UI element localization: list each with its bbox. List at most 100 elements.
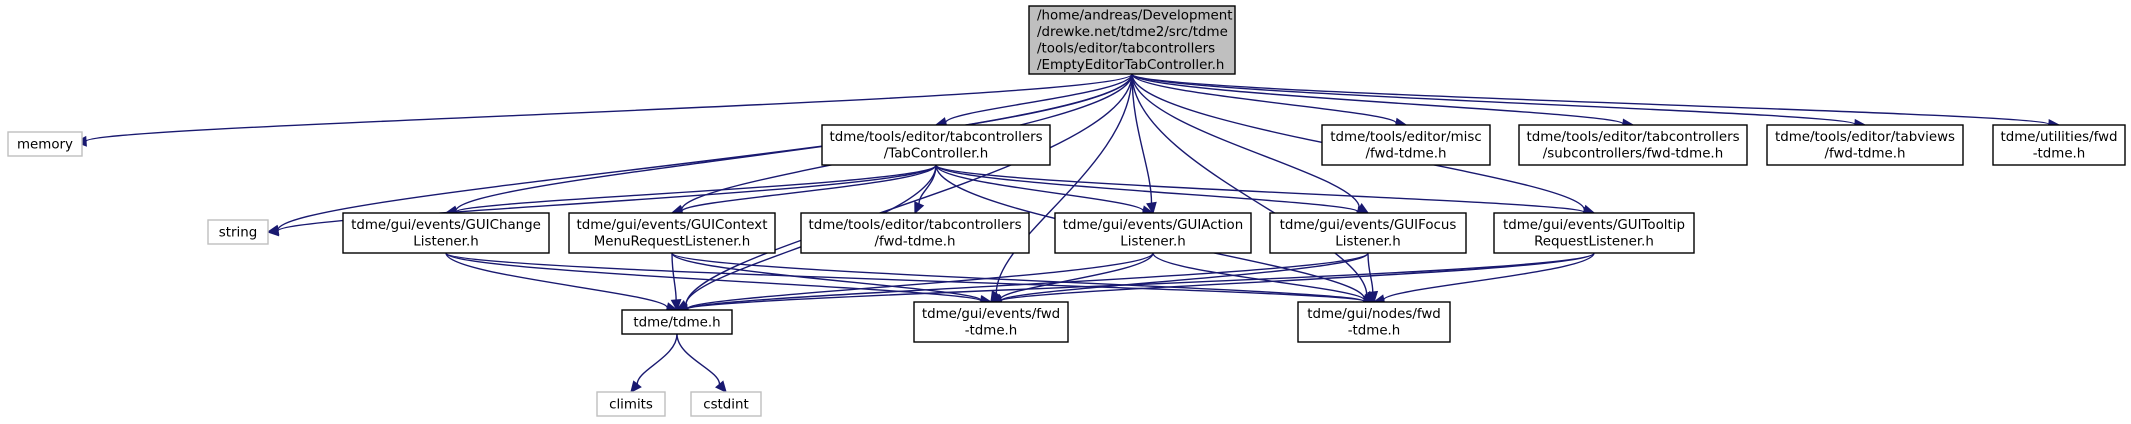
node-tabviews-fwd[interactable]: tdme/tools/editor/tabviews/fwd-tdme.h	[1766, 124, 1964, 166]
node-climits[interactable]: climits	[596, 391, 666, 417]
node-label-line: string	[219, 225, 257, 240]
edge-line	[455, 73, 1133, 212]
node-box	[1493, 212, 1695, 254]
node-label-line: tdme/gui/events/GUITooltip	[1503, 218, 1685, 233]
edge-tabcontroller-to-guichange	[444, 164, 937, 218]
edge-line	[686, 252, 1369, 310]
node-box	[1028, 5, 1236, 75]
node-box	[342, 212, 550, 254]
node-label-line: tdme/tools/editor/tabviews	[1775, 130, 1955, 145]
edge-line	[681, 164, 937, 212]
edge-line	[1131, 73, 2050, 126]
edge-arrowhead	[1367, 290, 1379, 304]
node-root[interactable]: /home/andreas/Development/drewke.net/tdm…	[1028, 5, 1236, 75]
node-label-line: /fwd-tdme.h	[1824, 147, 1905, 162]
node-tabcontroller[interactable]: tdme/tools/editor/tabcontrollers/TabCont…	[821, 124, 1051, 166]
node-label-line: -tdme.h	[2033, 147, 2086, 162]
node-label-line: tdme/gui/nodes/fwd	[1307, 307, 1441, 322]
edge-arrowhead	[630, 380, 642, 394]
edge-line	[85, 73, 1133, 143]
edge-line	[918, 164, 937, 204]
node-label-line: /fwd-tdme.h	[1365, 147, 1446, 162]
edge-line	[671, 252, 1365, 302]
edge-root-to-util_fwd	[1131, 73, 2061, 130]
node-label-line: tdme/tdme.h	[633, 315, 720, 330]
edge-line	[935, 164, 1585, 213]
node-box	[913, 301, 1069, 343]
edge-root-to-tabviews_fwd	[1131, 73, 1867, 130]
node-box	[7, 131, 83, 157]
edge-tabcontroller-to-string	[266, 164, 937, 237]
node-tdme[interactable]: tdme/tdme.h	[621, 309, 733, 335]
edge-line	[676, 333, 721, 385]
node-string[interactable]: string	[207, 219, 269, 245]
node-label-line: tdme/gui/events/GUIChange	[351, 218, 541, 233]
node-box	[1992, 124, 2126, 166]
edge-line	[686, 252, 1595, 311]
node-box	[690, 391, 762, 417]
node-guicontext[interactable]: tdme/gui/events/GUIContextMenuRequestLis…	[568, 212, 776, 254]
edge-line	[277, 164, 937, 232]
node-label-line: MenuRequestListener.h	[594, 235, 751, 250]
edge-line	[1131, 73, 1397, 124]
node-guitooltip[interactable]: tdme/gui/events/GUITooltipRequestListene…	[1493, 212, 1695, 254]
edge-guichange-to-nodes_fwd	[445, 252, 1376, 307]
node-label-line: /TabController.h	[884, 147, 989, 162]
edge-line	[935, 164, 1359, 213]
edge-line	[636, 333, 678, 385]
edge-line	[1131, 73, 1361, 209]
node-label-line: tdme/utilities/fwd	[2000, 130, 2117, 145]
edge-line	[935, 164, 1144, 212]
node-nodes-fwd[interactable]: tdme/gui/nodes/fwd -tdme.h	[1297, 301, 1451, 343]
edge-line	[445, 252, 982, 302]
node-label-line: -tdme.h	[1348, 324, 1401, 339]
node-label-line: tdme/gui/events/GUIFocus	[1280, 218, 1457, 233]
edge-line	[999, 252, 1154, 300]
edge-line	[455, 164, 937, 213]
node-tc-fwd[interactable]: tdme/tools/editor/tabcontrollers/fwd-tdm…	[800, 212, 1030, 254]
node-label-line: /subcontrollers/fwd-tdme.h	[1543, 147, 1723, 162]
edge-tabcontroller-to-guitooltip	[935, 164, 1596, 218]
node-box	[207, 219, 269, 245]
node-label-line: tdme/tools/editor/tabcontrollers	[829, 130, 1042, 145]
node-cstdint[interactable]: cstdint	[690, 391, 762, 417]
node-label-line: /drewke.net/tdme2/src/tdme	[1037, 25, 1228, 40]
node-label-line: tdme/tools/editor/tabcontrollers	[1526, 130, 1739, 145]
edge-line	[686, 252, 1154, 310]
node-box	[1269, 212, 1467, 254]
edge-guicontext-to-tdme	[670, 252, 682, 312]
node-label-line: memory	[17, 137, 73, 152]
edge-arrowhead	[715, 380, 727, 394]
edge-arrowhead	[1146, 201, 1157, 215]
node-label-line: Listener.h	[1120, 235, 1185, 250]
node-label-line: /fwd-tdme.h	[874, 235, 955, 250]
edge-line	[1383, 252, 1595, 301]
node-label-line: tdme/tools/editor/tabcontrollers	[808, 218, 1021, 233]
edge-guifocus-to-nodes_fwd	[1367, 252, 1379, 304]
node-box	[1321, 124, 1491, 166]
edge-line	[1131, 73, 1368, 296]
node-box	[1766, 124, 1964, 166]
node-events-fwd[interactable]: tdme/gui/events/fwd-tdme.h	[913, 301, 1069, 343]
edge-arrowhead	[670, 298, 682, 312]
node-box	[596, 391, 666, 417]
node-util-fwd[interactable]: tdme/utilities/fwd -tdme.h	[1992, 124, 2126, 166]
node-sub-fwd[interactable]: tdme/tools/editor/tabcontrollers/subcont…	[1518, 124, 1748, 166]
edge-tabcontroller-to-tc_fwd	[914, 164, 937, 215]
node-box	[800, 212, 1030, 254]
node-label-line: Listener.h	[413, 235, 478, 250]
edge-tdme-to-cstdint	[676, 333, 727, 394]
edge-line	[1000, 252, 1369, 302]
edge-line	[1131, 73, 1856, 125]
node-misc-fwd[interactable]: tdme/tools/editor/misc/fwd-tdme.h	[1321, 124, 1491, 166]
edge-line	[1131, 73, 1624, 125]
node-box	[1297, 301, 1451, 343]
edge-root-to-nodes_fwd	[1131, 73, 1376, 304]
edge-line	[1367, 252, 1374, 293]
edge-line	[445, 252, 668, 309]
node-label-line: -tdme.h	[965, 324, 1018, 339]
node-memory[interactable]: memory	[7, 131, 83, 157]
